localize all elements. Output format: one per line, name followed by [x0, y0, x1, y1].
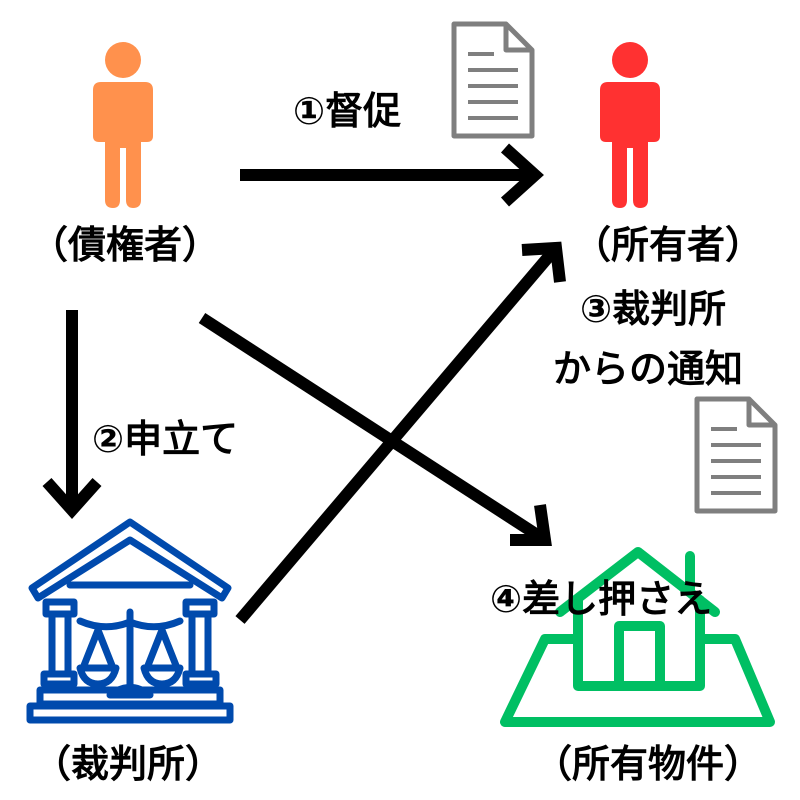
- arrow-petition: [42, 310, 102, 520]
- courthouse-icon: [26, 518, 234, 724]
- court-label: （裁判所）: [32, 742, 224, 786]
- creditor-person-icon: [93, 42, 153, 208]
- step4-seizure-label: ④差し押さえ: [490, 577, 713, 621]
- step3-notice-label-line2: からの通知: [553, 347, 744, 391]
- document-icon: [697, 399, 775, 511]
- document-icon: [454, 24, 532, 136]
- arrow-demand: [240, 143, 544, 207]
- step3-notice-label-line1: ③裁判所: [580, 287, 727, 331]
- property-label: （所有物件）: [533, 742, 763, 786]
- owner-label: （所有者）: [572, 223, 764, 267]
- arrow-notice: [235, 241, 566, 624]
- owner-person-icon: [600, 42, 660, 208]
- step1-demand-label: ①督促: [293, 89, 402, 133]
- step2-petition-label: ②申立て: [92, 417, 239, 461]
- house-icon: [500, 547, 775, 727]
- arrow-seizure: [198, 312, 552, 546]
- creditor-label: （債権者）: [29, 223, 221, 267]
